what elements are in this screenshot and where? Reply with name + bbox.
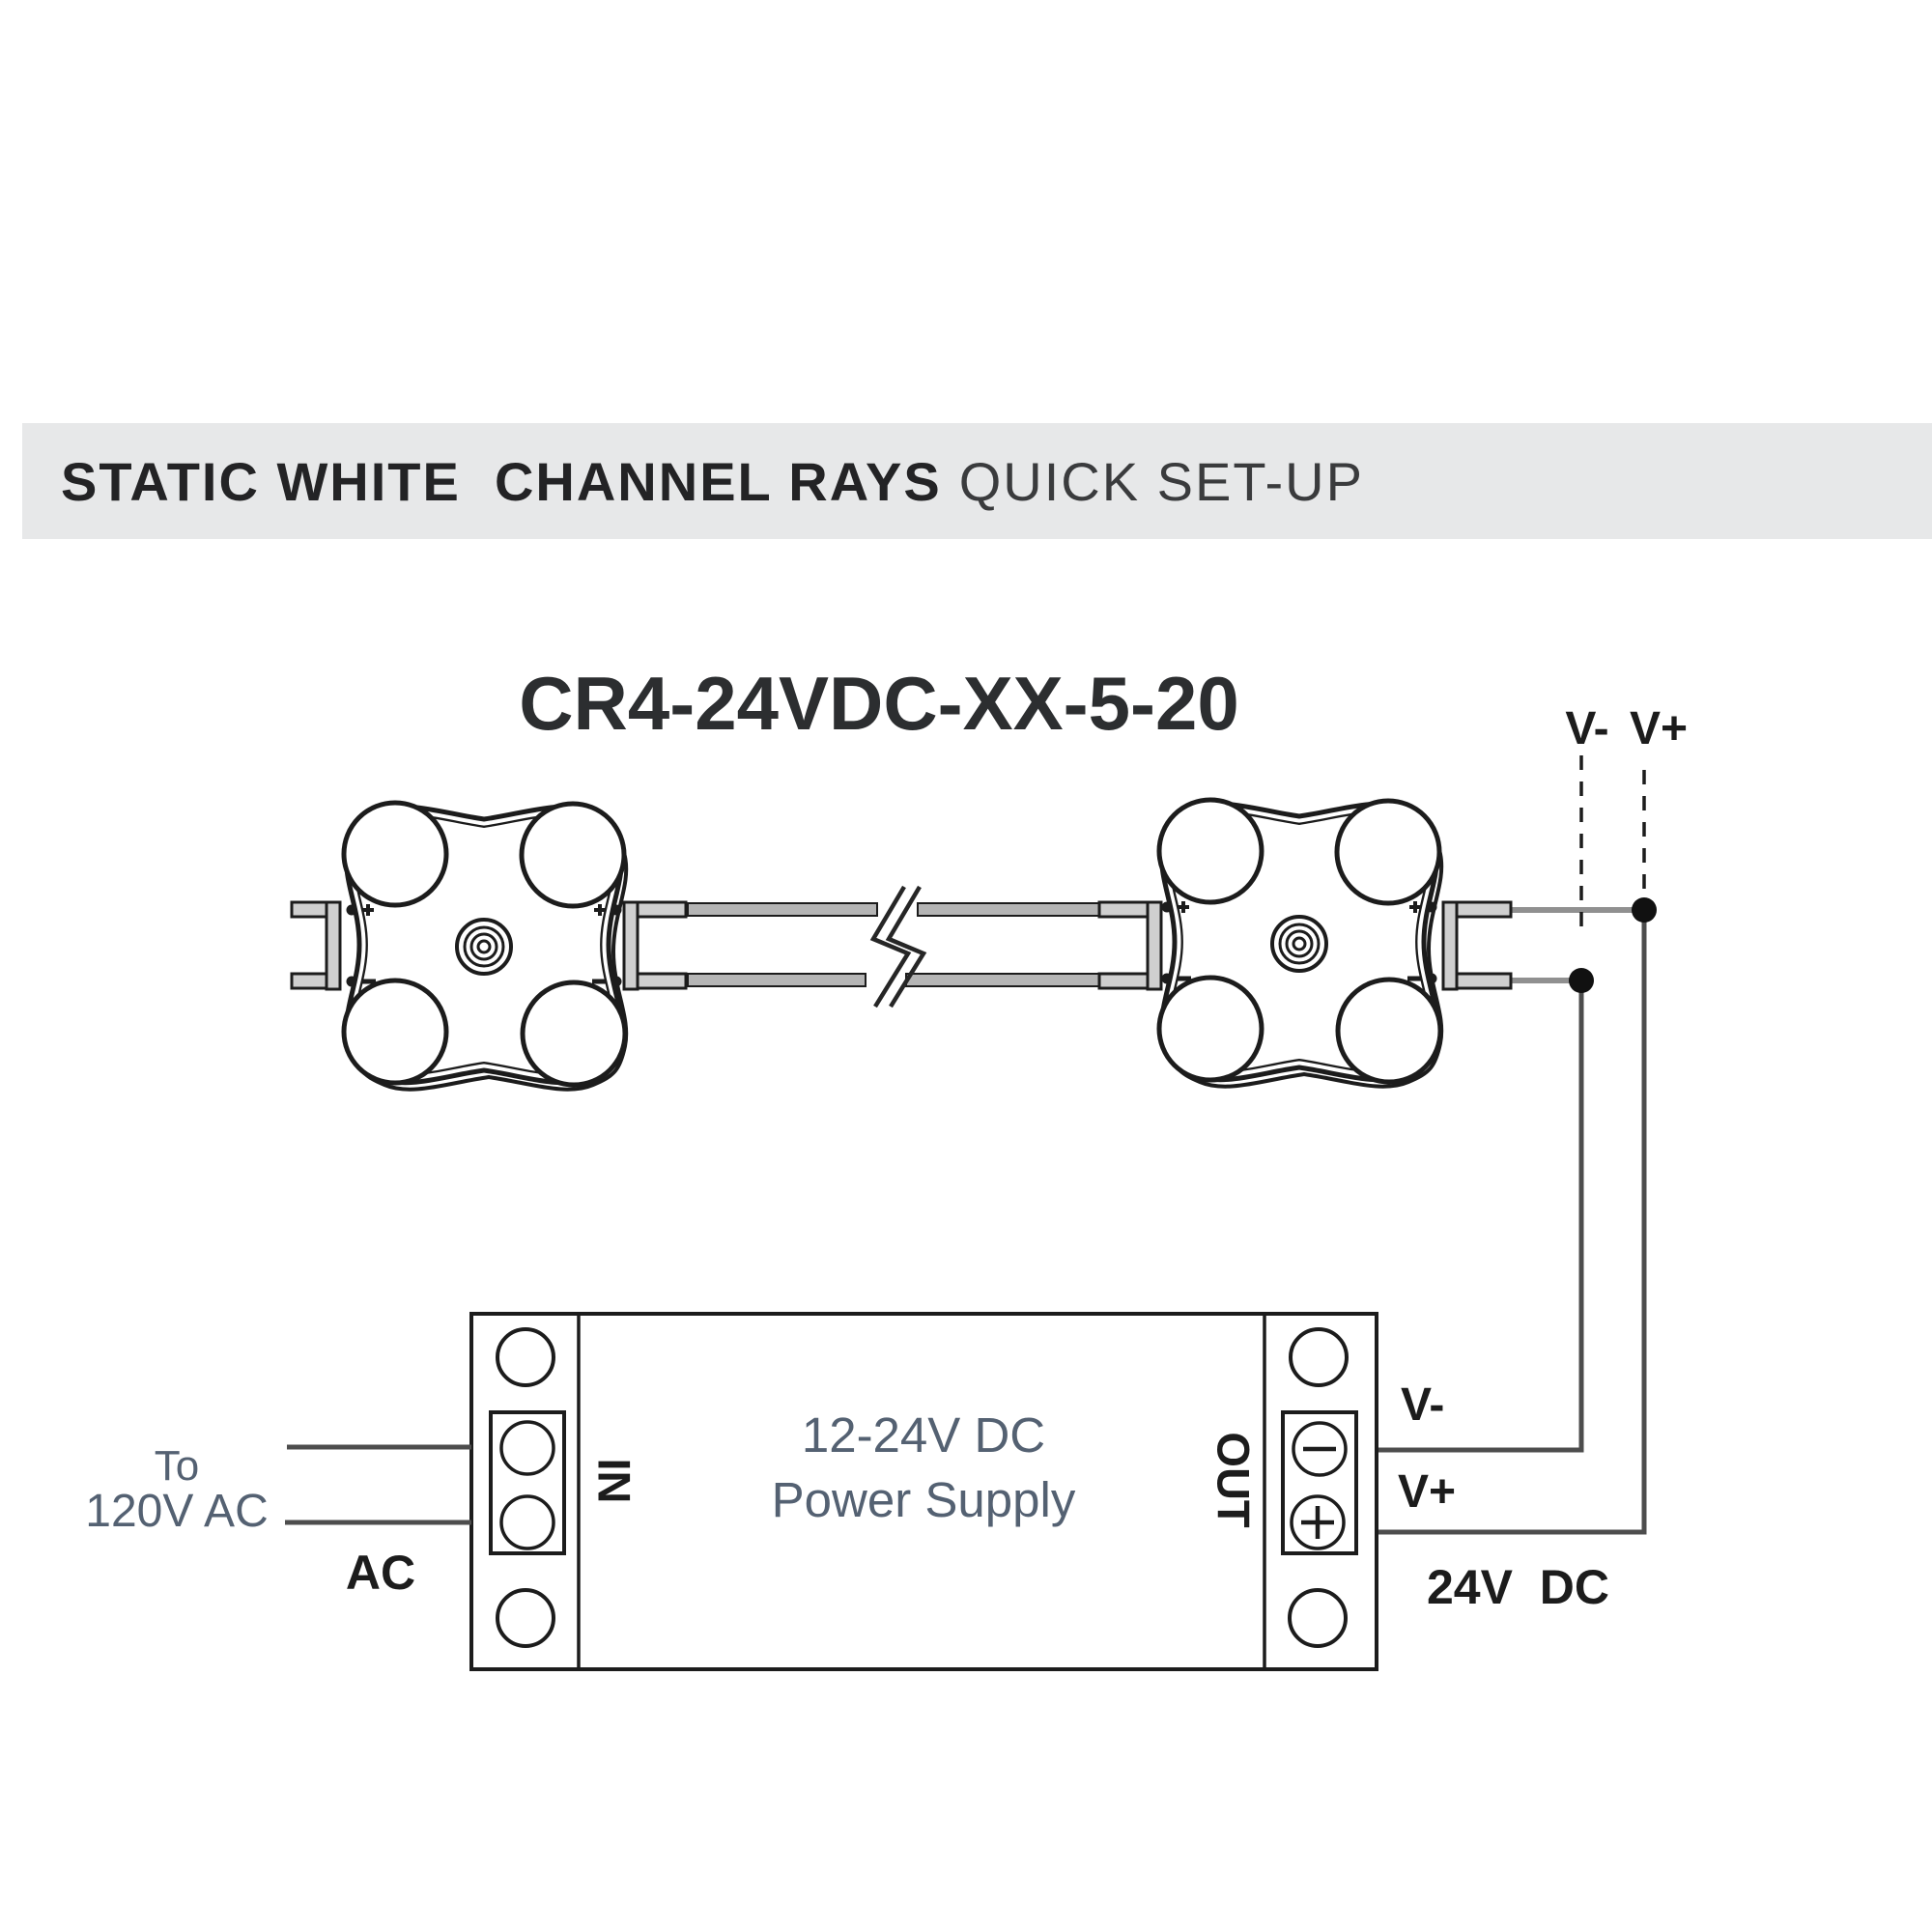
- screw-hole: [496, 1327, 555, 1387]
- v-plus-junction-dot: [1632, 897, 1657, 923]
- screw-hole: [496, 1588, 555, 1648]
- out-terminal-block: [1281, 1410, 1358, 1555]
- screw-hole: [1289, 1327, 1349, 1387]
- ac-label: AC: [346, 1546, 415, 1600]
- dc-v-plus-label: V+: [1398, 1466, 1456, 1518]
- v-minus-wire: [1377, 980, 1584, 1453]
- in-terminal-block: [489, 1410, 566, 1555]
- dc-wire-runs: [1377, 910, 1647, 1535]
- v-minus-junction-dot: [1569, 968, 1594, 993]
- power-supply-line2: Power Supply: [772, 1472, 1076, 1527]
- module-lead-stubs: [290, 900, 1513, 991]
- top-v-plus-label: V+: [1630, 703, 1688, 754]
- section-title-light: QUICK SET-UP: [958, 450, 1364, 512]
- module-interconnect-wires: [687, 902, 1104, 987]
- top-v-minus-label: V-: [1565, 703, 1608, 754]
- screw-hole: [1288, 1588, 1348, 1648]
- out-label: OUT: [1208, 1432, 1260, 1528]
- ac-input-wires: [285, 1444, 471, 1525]
- model-number-title: CR4-24VDC-XX-5-20: [519, 661, 1239, 746]
- ac-source-label-line1: To: [155, 1442, 199, 1490]
- v-plus-wire: [1377, 910, 1647, 1535]
- power-supply-line1: 12-24V DC: [802, 1407, 1045, 1463]
- ac-source-label-line2: 120V AC: [85, 1486, 268, 1537]
- in-label: IN: [589, 1459, 640, 1504]
- power-supply: IN OUT 12-24V DC Power Supply: [469, 1312, 1378, 1671]
- led-module-right: [1159, 800, 1441, 1087]
- dc-voltage-label: 24V DC: [1427, 1560, 1609, 1614]
- section-title-bold: STATIC WHITE CHANNEL RAYS: [61, 450, 942, 512]
- section-header-bar: STATIC WHITE CHANNEL RAYS QUICK SET-UP: [22, 423, 1932, 539]
- led-module-left: [344, 803, 626, 1090]
- polarity-dashed-lines: [1579, 755, 1646, 927]
- wire-break-symbol: [869, 885, 927, 1009]
- dc-leads: [1511, 907, 1636, 983]
- dc-v-minus-label: V-: [1401, 1379, 1444, 1431]
- plus-symbol-mark: [1301, 1506, 1334, 1539]
